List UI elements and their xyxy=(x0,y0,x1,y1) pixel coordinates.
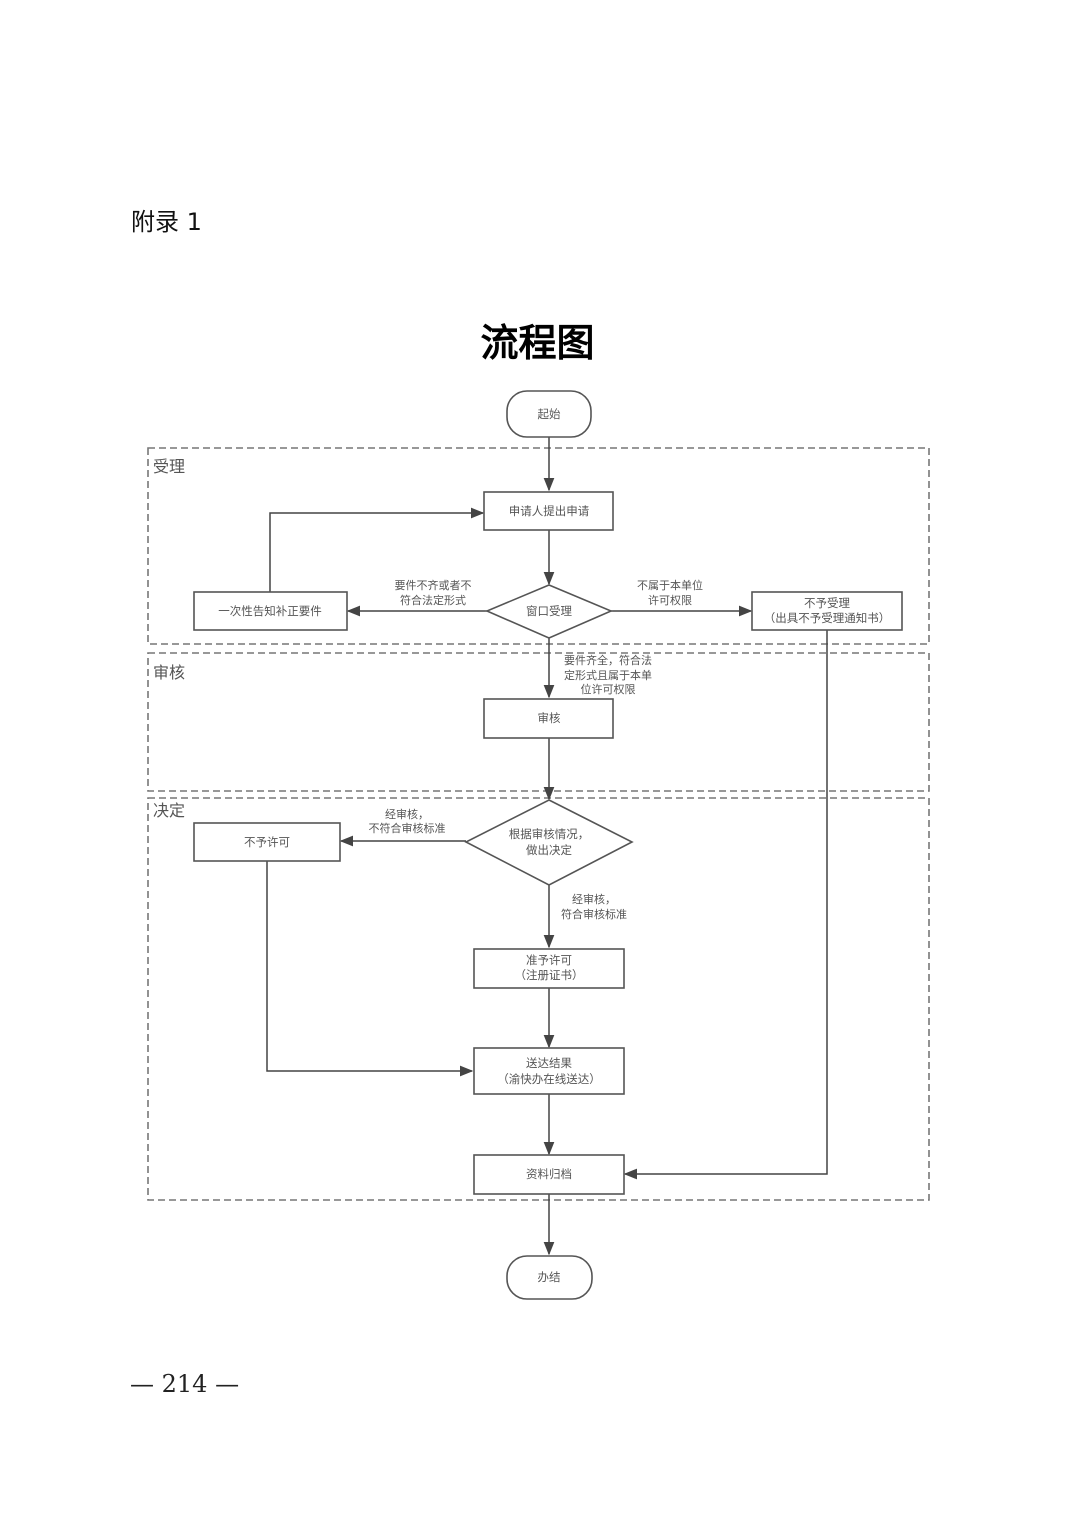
node-start xyxy=(506,390,592,438)
edge-label-grant-2: 符合审核标准 xyxy=(561,907,627,921)
node-deny-label: 不予许可 xyxy=(244,835,290,849)
node-apply xyxy=(483,491,614,531)
lane-label-decide: 决定 xyxy=(153,801,185,820)
edge-label-reject-1: 不属于本单位 xyxy=(637,578,703,592)
node-window xyxy=(484,584,614,639)
edge-label-review-3: 位许可权限 xyxy=(581,682,636,696)
node-notify-label: 一次性告知补正要件 xyxy=(218,604,322,618)
node-end-label: 办结 xyxy=(538,1270,561,1284)
edge-deny-deliver xyxy=(266,861,474,1077)
node-deliver-label-1: 送达结果 xyxy=(526,1056,572,1070)
node-grant-label-1: 准予许可 xyxy=(526,953,572,967)
node-grant xyxy=(473,948,625,989)
node-decide xyxy=(464,799,634,886)
lane-accept: 受理 xyxy=(147,447,930,645)
node-notify xyxy=(193,591,348,631)
lane-review: 审核 xyxy=(147,652,930,792)
node-deliver-label-2: （渝快办在线送达） xyxy=(497,1072,601,1086)
node-deliver xyxy=(473,1047,625,1095)
lane-label-review: 审核 xyxy=(153,663,185,682)
edge-reject-archive xyxy=(623,630,828,1180)
lane-decide: 决定 xyxy=(147,797,930,1201)
edge-label-review-1: 要件齐全，符合法 xyxy=(564,653,652,667)
node-start-label: 起始 xyxy=(538,407,561,421)
node-grant-label-2: （注册证书） xyxy=(515,968,584,982)
node-window-label: 窗口受理 xyxy=(526,604,572,618)
edge-label-notify-2: 符合法定形式 xyxy=(400,593,466,607)
node-reject-accept-label-2: （出具不予受理通知书） xyxy=(764,611,891,625)
edge-label-notify-1: 要件不齐或者不 xyxy=(395,578,472,592)
edge-label-reject-2: 许可权限 xyxy=(648,594,692,607)
node-archive-label: 资料归档 xyxy=(526,1167,572,1181)
node-decide-label-2: 做出决定 xyxy=(526,843,572,857)
lane-label-accept: 受理 xyxy=(153,457,185,476)
page-number: — 214 — xyxy=(130,1370,240,1398)
node-review xyxy=(483,698,614,739)
node-review-label: 审核 xyxy=(538,711,561,725)
edge-label-grant-1: 经审核， xyxy=(572,892,616,906)
node-deny xyxy=(193,822,341,862)
node-apply-label: 申请人提出申请 xyxy=(509,504,590,518)
node-archive xyxy=(473,1154,625,1195)
appendix-label: 附录 1 xyxy=(131,208,202,236)
node-decide-label-1: 根据审核情况， xyxy=(509,827,590,841)
edge-notify-apply xyxy=(269,507,485,592)
edge-label-deny-2: 不符合审核标准 xyxy=(369,821,446,835)
node-reject-accept-label-1: 不予受理 xyxy=(804,596,850,610)
node-reject-accept xyxy=(751,591,903,631)
edge-label-deny-1: 经审核， xyxy=(385,807,429,821)
node-end xyxy=(506,1255,593,1300)
page-title: 流程图 xyxy=(480,320,595,365)
edge-label-review-2: 定形式且属于本单 xyxy=(564,668,652,682)
